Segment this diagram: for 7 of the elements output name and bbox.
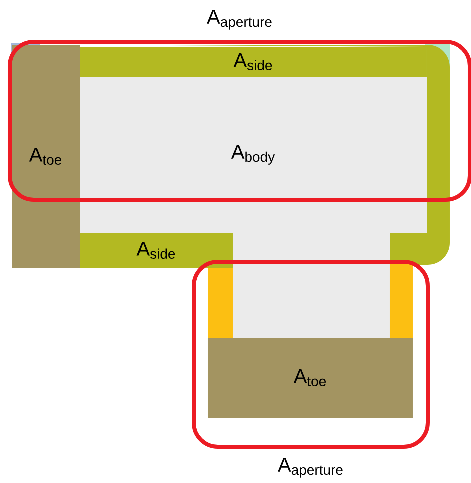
side-band: A$_{side}$	[80, 233, 233, 268]
toe-region: A$_{toe}$	[12, 45, 80, 268]
node-label: A$_{aperture}$	[207, 10, 272, 30]
node-label: A$_{aperture}$	[278, 458, 343, 478]
toe-region: A$_{toe}$	[208, 338, 413, 418]
node-label: A$_{side}$	[234, 54, 272, 71]
side-band: A$_{side}$	[80, 47, 427, 77]
